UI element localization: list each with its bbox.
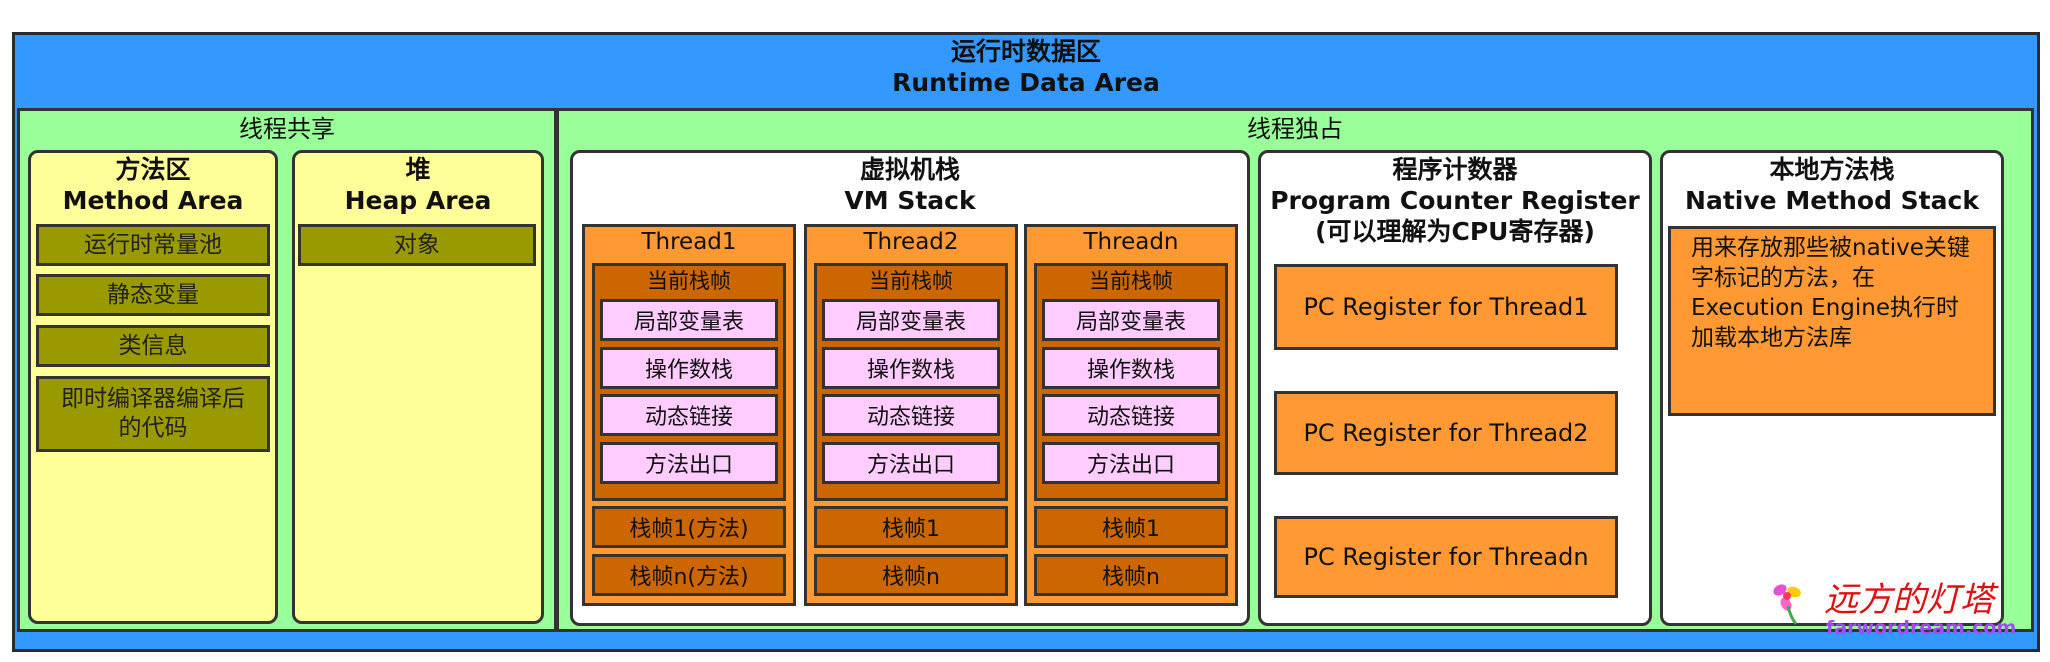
pc-register-entry: PC Register for Thread2 [1274,391,1618,475]
method-area-item: 运行时常量池 [36,224,270,266]
frame-slot: 局部变量表 [1042,299,1220,341]
native-stack-description: 用来存放那些被native关键字标记的方法，在Execution Engine执… [1668,226,1996,416]
runtime-title-en: Runtime Data Area [892,68,1160,97]
native-stack-title: 本地方法栈 Native Method Stack [1660,152,2004,218]
frame-slot: 操作数栈 [1042,347,1220,389]
method-area-item: 即时编译器编译后的代码 [36,376,270,452]
heap-area-item: 对象 [298,224,536,266]
pc-register-note: (可以理解为CPU寄存器) [1315,216,1595,246]
stack-frame: 栈帧1(方法) [592,506,786,548]
runtime-data-area-title: 运行时数据区 Runtime Data Area [12,34,2040,100]
frame-slot: 操作数栈 [600,347,778,389]
watermark-url: farwordream.com [1826,617,2017,639]
method-area-title: 方法区 Method Area [28,152,278,218]
pc-register-entry: PC Register for Thread1 [1274,264,1618,350]
stack-frame: 栈帧n [814,554,1008,596]
heap-area-panel [292,150,544,624]
heap-area-title: 堆 Heap Area [292,152,544,218]
method-area-title-cn: 方法区 [115,155,191,184]
vm-stack-title-en: VM Stack [844,186,976,215]
stack-frame: 栈帧n(方法) [592,554,786,596]
frame-slot: 动态链接 [1042,394,1220,436]
thread-exclusive-label: 线程独占 [1247,114,1343,143]
heap-area-title-en: Heap Area [344,186,492,215]
frame-slot: 方法出口 [1042,442,1220,484]
pc-register-title-en: Program Counter Register [1270,185,1640,215]
native-stack-title-en: Native Method Stack [1685,186,1979,215]
current-frame-label: 当前栈帧 [869,269,953,293]
frame-slot: 局部变量表 [600,299,778,341]
flower-icon [1773,584,1801,625]
frame-slot: 动态链接 [822,394,1000,436]
pc-register-title: 程序计数器 Program Counter Register (可以理解为CPU… [1258,152,1652,248]
runtime-title-cn: 运行时数据区 [950,37,1101,66]
heap-area-title-cn: 堆 [405,155,431,184]
stack-frame: 栈帧1 [814,506,1008,548]
thread-name: Thread2 [863,229,959,255]
native-stack-title-cn: 本地方法栈 [1769,155,1895,184]
method-area-item: 静态变量 [36,274,270,316]
pc-register-entry: PC Register for Threadn [1274,516,1618,598]
method-area-item: 类信息 [36,325,270,367]
thread-name: Threadn [1083,229,1179,255]
frame-slot: 方法出口 [822,442,1000,484]
thread-shared-label: 线程共享 [239,114,335,143]
vm-stack-title: 虚拟机栈 VM Stack [570,152,1250,218]
pc-register-title-cn: 程序计数器 [1392,154,1518,184]
frame-slot: 操作数栈 [822,347,1000,389]
vm-stack-title-cn: 虚拟机栈 [859,155,960,184]
frame-slot: 方法出口 [600,442,778,484]
thread-name: Thread1 [641,229,737,255]
frame-slot: 局部变量表 [822,299,1000,341]
frame-slot: 动态链接 [600,394,778,436]
stack-frame: 栈帧n [1034,554,1228,596]
watermark-title: 远方的灯塔 [1824,580,1994,620]
method-area-title-en: Method Area [62,186,244,215]
current-frame-label: 当前栈帧 [647,269,731,293]
stack-frame: 栈帧1 [1034,506,1228,548]
current-frame-label: 当前栈帧 [1089,269,1173,293]
